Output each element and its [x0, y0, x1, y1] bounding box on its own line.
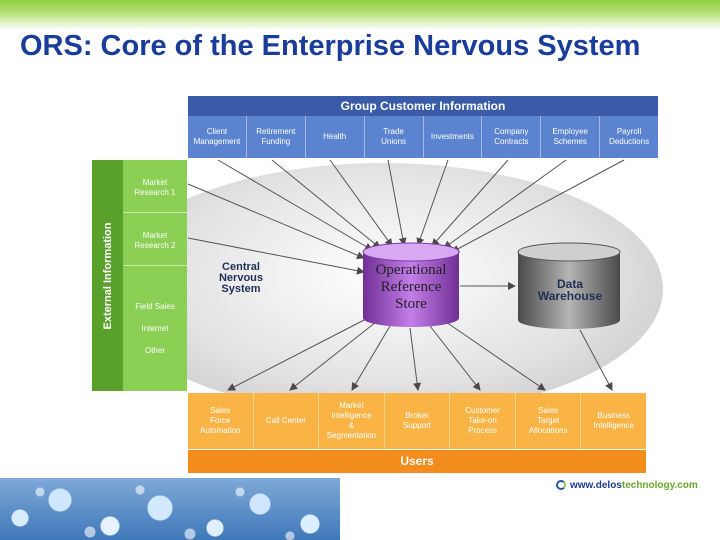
arrow-line — [431, 159, 509, 247]
arrow-line — [187, 183, 365, 259]
arrow-line — [329, 159, 393, 247]
arrow-line — [289, 321, 377, 391]
arrow-line — [579, 329, 613, 391]
arrow-line — [445, 321, 546, 391]
users-header: Users — [188, 450, 646, 473]
slide-title: ORS: Core of the Enterprise Nervous Syst… — [20, 30, 641, 62]
external-separator — [123, 265, 187, 266]
arrow-line — [451, 159, 625, 253]
footer-url: www.delostechnology.com — [556, 480, 716, 496]
arrow-line — [409, 327, 422, 391]
delos-logo-icon — [556, 480, 566, 490]
arrow-line — [351, 325, 391, 391]
arrow-line — [187, 237, 365, 275]
url-suffix: technology.com — [621, 480, 698, 491]
external-item: Internet — [141, 324, 169, 333]
arrow-line — [416, 159, 449, 246]
arrow-line — [217, 159, 373, 251]
arrow-line — [429, 325, 481, 391]
external-item: Field Sales — [135, 302, 175, 311]
data-warehouse-cylinder — [517, 242, 621, 329]
group-item: Health — [306, 116, 365, 158]
bubbles-highlight — [0, 478, 340, 540]
arrow-line — [271, 159, 381, 249]
arrow-line — [387, 159, 407, 246]
user-item: Call Center — [254, 393, 320, 449]
url-prefix: www.delos — [570, 480, 622, 491]
arrow-line — [443, 159, 567, 249]
ors-cylinder — [362, 242, 460, 327]
group-customer-header: Group Customer Information — [188, 96, 658, 116]
external-item: Other — [144, 346, 165, 355]
external-info-label-bar: External Information — [92, 160, 123, 391]
arrow-line — [227, 317, 369, 391]
external-separator — [123, 212, 187, 213]
top-gradient-bar — [0, 0, 720, 30]
group-item: Investments — [424, 116, 483, 158]
